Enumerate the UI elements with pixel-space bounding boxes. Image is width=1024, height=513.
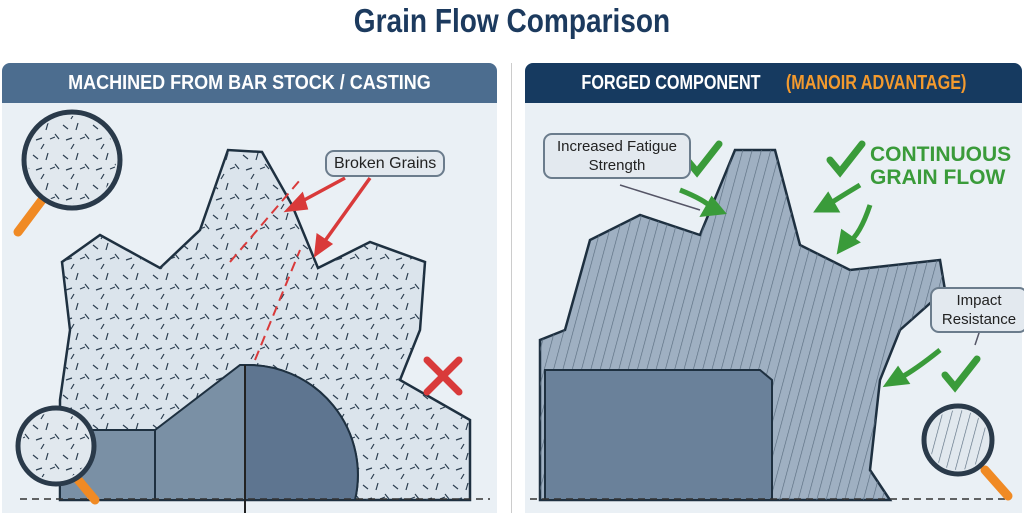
machined-gear — [20, 148, 490, 513]
x-mark-icon — [423, 356, 463, 396]
green-arrows — [679, 182, 942, 388]
magnifier-icon — [15, 405, 100, 505]
broken-grains-callout: Broken Grains — [325, 150, 446, 177]
magnifier-icon — [921, 403, 1013, 501]
page-title: Grain Flow Comparison — [353, 2, 671, 39]
impact-resistance-callout: Impact Resistance — [930, 287, 1024, 333]
magnifier-icon — [13, 109, 123, 237]
divider — [511, 63, 512, 513]
forged-header: FORGED COMPONENT (MANOIR ADVANTAGE) — [525, 63, 1022, 103]
forged-gear — [530, 148, 1010, 502]
fatigue-strength-callout: Increased Fatigue Strength — [543, 133, 691, 179]
machined-header: MACHINED FROM BAR STOCK / CASTING — [2, 63, 497, 103]
broken-grains-arrows — [283, 176, 372, 258]
